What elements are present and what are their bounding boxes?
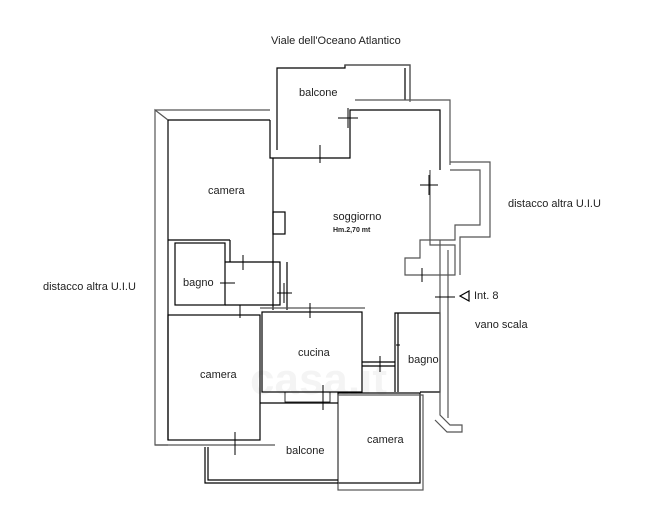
soggiorno-walls <box>269 109 441 170</box>
right-protrusion <box>404 169 481 276</box>
room-label-bagno-left: bagno <box>183 277 214 289</box>
room-label-camera-top-left: camera <box>208 185 245 197</box>
balcone-top-walls <box>276 64 411 150</box>
distacco-left-label: distacco altra U.I.U <box>43 281 136 293</box>
outer-wall-left <box>154 108 169 446</box>
bagno-right-room <box>394 312 441 393</box>
bagno-left-room <box>174 242 226 306</box>
camera-bottom-left-room <box>167 314 261 441</box>
distacco-right-label: distacco altra U.I.U <box>508 198 601 210</box>
balcone-top-outer <box>345 64 411 102</box>
balcone-bottom-walls <box>204 447 338 484</box>
room-label-balcone-bottom: balcone <box>286 445 325 457</box>
door-marks <box>220 108 455 455</box>
vano-scala-label: vano scala <box>475 319 528 331</box>
soggiorno-outer <box>355 99 451 165</box>
int-label: Int. 8 <box>474 290 499 302</box>
room-label-soggiorno: soggiorno <box>333 211 382 223</box>
room-label-camera-bottom-left: camera <box>200 369 237 381</box>
room-label-camera-bottom-right: camera <box>367 434 404 446</box>
stair-wall <box>434 240 463 433</box>
room-label-balcone-top: balcone <box>299 87 338 99</box>
disimpegno <box>225 261 281 306</box>
int-arrow-icon <box>458 289 470 303</box>
niche <box>272 211 286 235</box>
soggiorno-height: Hm.2,70 mt <box>333 227 371 234</box>
right-protrusion-outer <box>450 161 491 275</box>
room-label-bagno-right: bagno <box>408 354 439 366</box>
room-label-cucina: cucina <box>298 347 330 359</box>
watermark: casa.it <box>250 355 387 405</box>
street-label: Viale dell'Oceano Atlantico <box>271 35 401 47</box>
